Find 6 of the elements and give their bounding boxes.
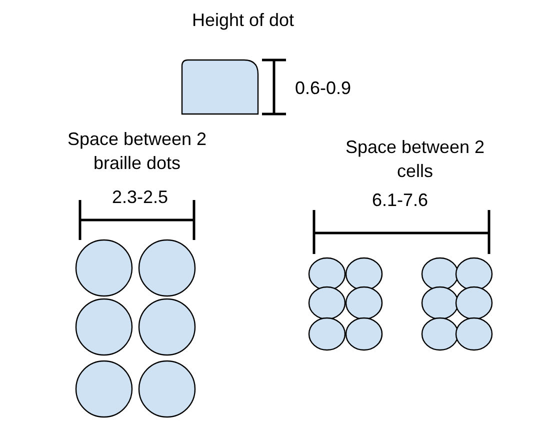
dimension-value: 2.3-2.5: [110, 186, 170, 209]
dimension-title: Height of dot: [190, 9, 296, 32]
dimension-value: 0.6-0.9: [294, 77, 352, 100]
dimension-title: Space between 2 cells: [344, 136, 486, 183]
dimension-value: 6.1-7.6: [370, 189, 430, 212]
dimension-title: Space between 2 braille dots: [66, 128, 208, 175]
